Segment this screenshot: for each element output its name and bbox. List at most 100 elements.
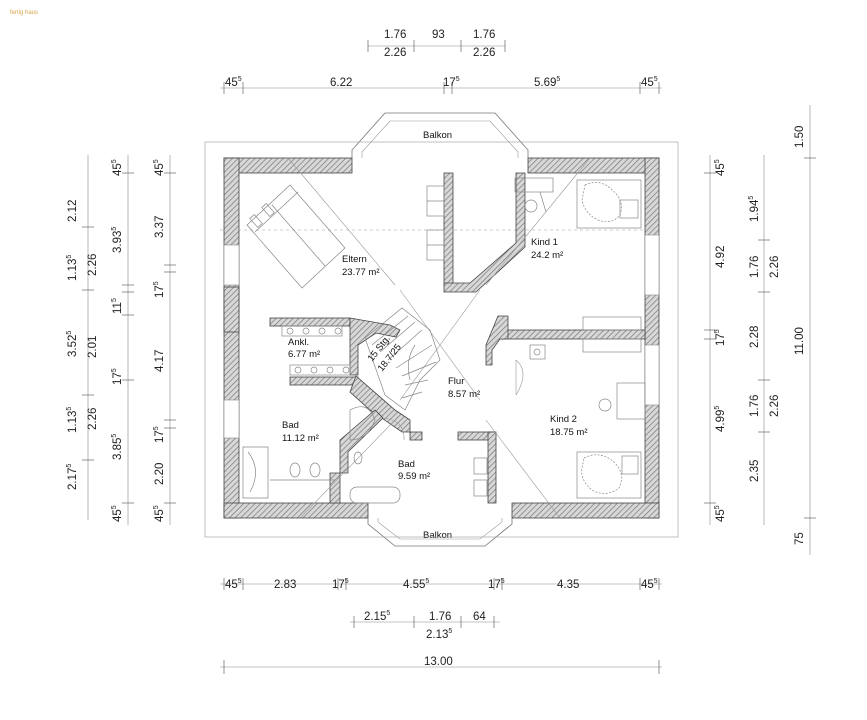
room-kind1-area: 24.2 m²	[531, 250, 563, 261]
left-dim-col4-45-bottom: 455	[153, 505, 166, 522]
top-dimensions: 1.76 93 1.76 2.26 2.26 455 6.22 175 5.69…	[220, 29, 662, 94]
right-dim-1-76-a: 1.76	[749, 256, 761, 278]
bottom-dim-64: 64	[473, 611, 486, 623]
walls	[223, 157, 660, 519]
left-dim-1-13-a: 1.135	[66, 255, 79, 281]
door-swings	[382, 359, 524, 441]
top-dim-93: 93	[432, 29, 445, 41]
guide-lines	[287, 157, 591, 519]
right-dim-1-76-b: 1.76	[749, 395, 761, 417]
bottom-dim-1-76: 1.76	[429, 611, 451, 623]
left-dim-2-17: 2.175	[66, 464, 79, 490]
bottom-dim-45-right: 455	[641, 578, 658, 591]
staircase	[364, 307, 441, 411]
kind2-bed	[576, 451, 642, 499]
kind1-bed	[576, 179, 642, 229]
top-dim-5-69: 5.695	[534, 76, 560, 89]
room-bad1-area: 11.12 m²	[282, 433, 319, 444]
sink-kind2	[529, 344, 546, 360]
room-bad1-name: Bad	[282, 420, 299, 431]
right-dim-col1-45-top: 455	[714, 159, 727, 176]
balcony-bottom-label: Balkon	[423, 530, 452, 541]
left-dim-col4-45-top: 455	[153, 159, 166, 176]
left-dim-3-93: 3.935	[111, 227, 124, 253]
room-labels: Eltern 23.77 m² Kind 1 24.2 m² Ankl. 6.7…	[282, 237, 588, 482]
left-dim-2-26-a: 2.26	[87, 254, 99, 276]
top-dim-6-22: 6.22	[330, 77, 352, 89]
bottom-dim-4-55: 4.555	[403, 578, 429, 591]
right-dim-2-26-a: 2.26	[769, 256, 781, 278]
room-kind2-name: Kind 2	[550, 414, 577, 425]
top-dim-17: 175	[443, 76, 460, 89]
bottom-dim-4-35: 4.35	[557, 579, 579, 591]
room-ankl-area: 6.77 m²	[288, 349, 320, 360]
right-dim-col1-17: 175	[714, 329, 727, 346]
balcony-top-label: Balkon	[423, 130, 452, 141]
left-dim-4-17: 4.17	[154, 350, 166, 372]
right-dim-4-99: 4.995	[714, 406, 727, 432]
ankl-wardrobes	[281, 325, 351, 376]
bottom-dim-17-b: 175	[488, 578, 505, 591]
watermark: fertig haus	[10, 10, 38, 16]
bottom-dim-2-15: 2.155	[364, 610, 390, 623]
kind2-wardrobe	[582, 338, 642, 353]
top-dim-2-26-b: 2.26	[473, 47, 495, 59]
room-bad2-area: 9.59 m²	[398, 471, 430, 482]
bottom-dim-45-left: 455	[225, 578, 242, 591]
room-flur-area: 8.57 m²	[448, 389, 480, 400]
right-dim-2-26-b: 2.26	[769, 395, 781, 417]
kind2-desk	[598, 382, 646, 420]
left-dim-col3-45-bottom: 455	[111, 505, 124, 522]
top-dim-45-left: 455	[225, 76, 242, 89]
right-dim-col1-45-bottom: 455	[714, 505, 727, 522]
left-dim-col4-17-a: 175	[153, 281, 166, 298]
top-dim-1-76-b: 1.76	[473, 29, 495, 41]
left-dim-3-52: 3.525	[66, 331, 79, 357]
room-bad2-name: Bad	[398, 459, 415, 470]
right-dim-75: 75	[794, 532, 806, 545]
left-dim-col3-45-top: 455	[111, 159, 124, 176]
left-dim-col3-17: 175	[111, 368, 124, 385]
right-dim-1-50: 1.50	[794, 126, 806, 148]
kind1-wardrobe	[582, 316, 642, 331]
eltern-bed	[246, 184, 346, 289]
eltern-wardrobe	[426, 185, 445, 261]
roof-outline	[204, 141, 679, 538]
bottom-dim-2-83: 2.83	[274, 579, 296, 591]
left-dim-2-01: 2.01	[87, 336, 99, 358]
bottom-dim-total: 13.00	[424, 656, 453, 668]
right-dim-2-35: 2.35	[749, 460, 761, 482]
right-dim-4-92: 4.92	[715, 246, 727, 268]
right-dim-11-00: 11.00	[794, 327, 806, 355]
left-dim-2-26-b: 2.26	[87, 408, 99, 430]
left-dim-2-12: 2.12	[67, 200, 79, 222]
room-eltern-area: 23.77 m²	[342, 267, 380, 278]
right-dim-2-28: 2.28	[749, 326, 761, 348]
top-dim-1-76-a: 1.76	[384, 29, 406, 41]
left-dim-11: 115	[111, 298, 124, 314]
kind1-desk	[514, 177, 554, 213]
furniture	[242, 177, 646, 504]
right-dim-1-94: 1.945	[748, 196, 761, 222]
room-flur-name: Flur	[448, 376, 464, 387]
left-dim-2-20: 2.20	[154, 463, 166, 485]
bad1-fixtures	[242, 406, 376, 499]
room-eltern-name: Eltern	[342, 254, 367, 265]
room-kind1-name: Kind 1	[531, 237, 558, 248]
balcony-top: Balkon	[351, 112, 529, 158]
left-dim-col4-17-b: 175	[153, 426, 166, 443]
room-kind2-area: 18.75 m²	[550, 427, 588, 438]
bad2-fixtures	[349, 451, 488, 504]
balcony-bottom: Balkon	[367, 518, 513, 547]
left-dim-3-37: 3.37	[154, 216, 166, 238]
top-dim-45-right: 455	[641, 76, 658, 89]
left-dimensions: 2.12 1.135 3.525 1.135 2.175 2.26 2.01 2…	[66, 155, 176, 525]
bottom-dimensions: 455 2.83 175 4.555 175 4.35 455 2.155 1.…	[220, 578, 662, 674]
right-dimensions: 455 4.92 175 4.995 455 1.945 1.76 2.28 1…	[704, 105, 816, 555]
bottom-dim-2-13: 2.135	[426, 628, 452, 641]
top-dim-2-26-a: 2.26	[384, 47, 406, 59]
left-dim-1-13-b: 1.135	[66, 407, 79, 433]
left-dim-3-85: 3.855	[111, 434, 124, 460]
bottom-dim-17-a: 175	[332, 578, 349, 591]
